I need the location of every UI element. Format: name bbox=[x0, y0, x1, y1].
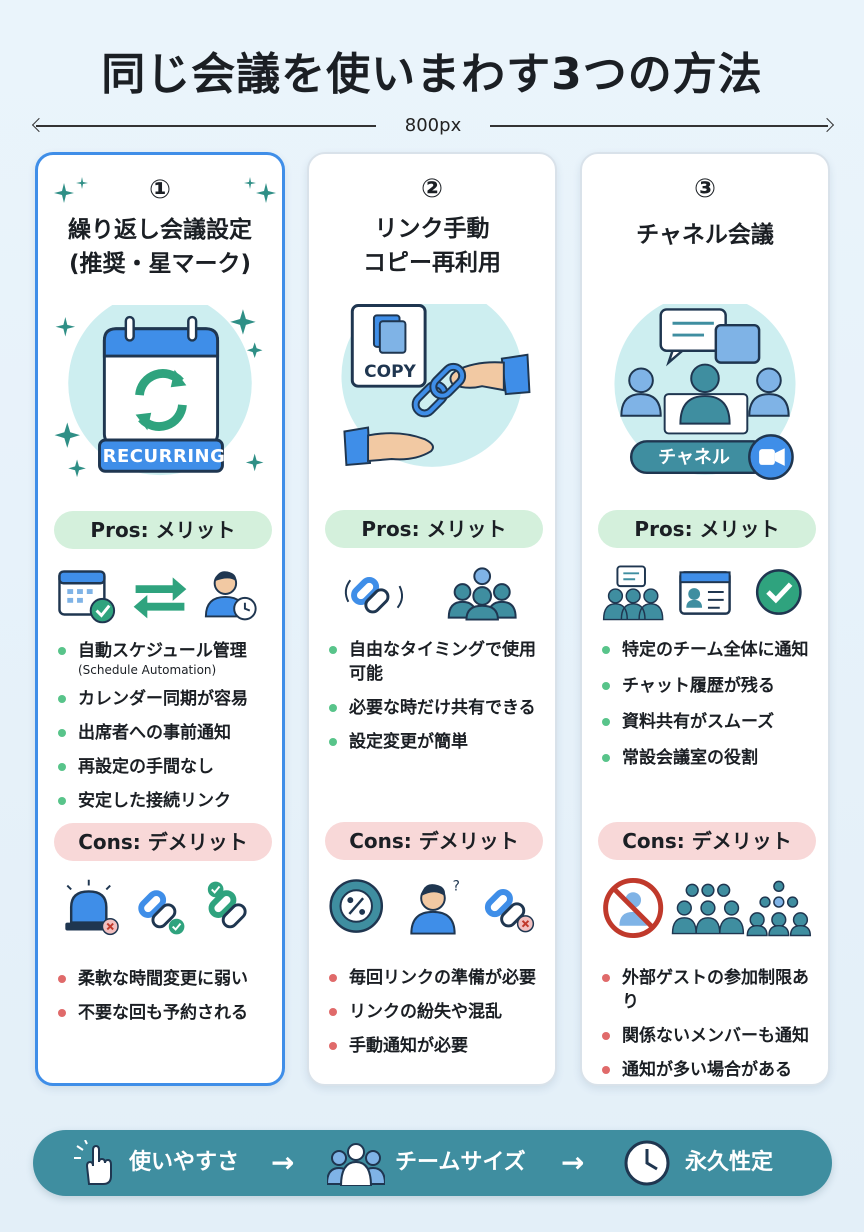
list-item: 再設定の手間なし bbox=[56, 755, 278, 779]
list-item: 毎回リンクの準備が必要 bbox=[327, 966, 549, 990]
pros-icons-row bbox=[602, 565, 802, 621]
bottom-item-permanence: 永久性定 bbox=[685, 1150, 774, 1175]
user-clock-icon bbox=[204, 571, 257, 621]
cons-list: 毎回リンクの準備が必要 リンクの紛失や混乱 手動通知が必要 bbox=[327, 966, 549, 1068]
list-item: 不要な回も予約される bbox=[56, 1001, 278, 1025]
cons-icons-row bbox=[65, 879, 247, 936]
cons-icons-row: ? bbox=[329, 878, 535, 935]
card-manual-link-copy[interactable]: ② リンク手動 コピー再利用 COPY Pros: メリット bbox=[307, 152, 557, 1086]
team-size-icon bbox=[327, 1143, 385, 1186]
recurring-calendar-icon bbox=[54, 305, 264, 478]
link-check-icon bbox=[207, 881, 247, 929]
card-recurring-meeting[interactable]: ① 繰り返し会議設定 (推奨・星マーク) RECURRING Pros: メリッ… bbox=[35, 152, 285, 1086]
broken-link-icon bbox=[484, 889, 535, 933]
list-item: 必要な時だけ共有できる bbox=[327, 696, 549, 720]
cons-header: Cons: デメリット bbox=[598, 822, 816, 860]
pros-list: 自由なタイミングで使用可能 必要な時だけ共有できる 設定変更が簡単 bbox=[327, 638, 549, 764]
clock-icon bbox=[624, 1140, 670, 1186]
width-ruler: 800px bbox=[31, 114, 835, 138]
copy-label: COPY bbox=[364, 362, 416, 382]
card-title: 繰り返し会議設定 (推奨・星マーク) bbox=[68, 217, 252, 277]
card-title: チャネル会議 bbox=[636, 222, 774, 248]
list-item: 自動スケジュール管理(Schedule Automation) bbox=[56, 639, 278, 677]
sync-arrows-icon bbox=[133, 577, 187, 619]
comparison-bar: 使いやすさ → チームサイズ → 永久性定 bbox=[33, 1130, 832, 1196]
channel-team-chat-icon bbox=[614, 304, 796, 480]
list-item: 関係ないメンバーも通知 bbox=[600, 1024, 822, 1048]
check-circle-icon bbox=[755, 569, 802, 615]
ruler-arrow-right-icon bbox=[819, 117, 835, 133]
cons-icons-row bbox=[603, 877, 812, 938]
arrow-right-icon: → bbox=[561, 1146, 585, 1179]
confused-person-icon: ? bbox=[410, 878, 460, 935]
crowd-icon bbox=[671, 883, 745, 935]
link-cycle-icon bbox=[344, 577, 404, 614]
network-icon bbox=[746, 880, 812, 937]
svg-text:?: ? bbox=[453, 878, 460, 894]
team-chat-icon bbox=[602, 565, 664, 621]
id-card-icon bbox=[679, 571, 731, 615]
list-item: 通知が多い場合がある bbox=[600, 1058, 822, 1082]
copy-link-hands-icon bbox=[341, 304, 531, 467]
list-item: カレンダー同期が容易 bbox=[56, 687, 278, 711]
arrow-right-icon: → bbox=[271, 1146, 295, 1179]
pros-list: 自動スケジュール管理(Schedule Automation) カレンダー同期が… bbox=[56, 639, 278, 823]
badge-percent-icon bbox=[329, 879, 384, 933]
list-item: 資料共有がスムーズ bbox=[600, 710, 822, 734]
sparkle-icon bbox=[54, 177, 276, 203]
list-item: 外部ゲストの参加制限あり bbox=[600, 966, 822, 1014]
list-item: 柔軟な時間変更に弱い bbox=[56, 967, 278, 991]
list-item: 出席者への事前通知 bbox=[56, 721, 278, 745]
bottom-item-team-size: チームサイズ bbox=[395, 1150, 526, 1175]
cons-header: Cons: デメリット bbox=[54, 823, 272, 861]
list-item: 手動通知が必要 bbox=[327, 1034, 549, 1058]
no-entry-icon bbox=[603, 877, 664, 938]
cons-list: 柔軟な時間変更に弱い 不要な回も予約される bbox=[56, 967, 278, 1035]
cons-list: 外部ゲストの参加制限あり 関係ないメンバーも通知 通知が多い場合がある bbox=[600, 966, 822, 1092]
channel-badge: チャネル bbox=[658, 447, 730, 468]
card-number: ② bbox=[420, 174, 443, 204]
bottom-item-ease: 使いやすさ bbox=[129, 1150, 240, 1175]
calendar-check-icon bbox=[58, 570, 116, 624]
pros-icons-row bbox=[58, 570, 257, 624]
list-item: 常設会議室の役割 bbox=[600, 746, 822, 770]
card-title: リンク手動 コピー再利用 bbox=[363, 216, 501, 276]
list-item: チャット履歴が残る bbox=[600, 674, 822, 698]
list-item: 特定のチーム全体に通知 bbox=[600, 638, 822, 662]
card-channel-meeting[interactable]: ③ チャネル会議 チャネル Pros: メリット bbox=[580, 152, 830, 1086]
pros-header: Pros: メリット bbox=[325, 510, 543, 548]
pros-header: Pros: メリット bbox=[54, 511, 272, 549]
cons-header: Cons: デメリット bbox=[325, 822, 543, 860]
team-icon bbox=[447, 567, 517, 621]
alarm-light-icon bbox=[65, 879, 119, 936]
pros-icons-row bbox=[344, 567, 517, 621]
list-item: 設定変更が簡単 bbox=[327, 730, 549, 754]
ruler-label: 800px bbox=[404, 115, 462, 136]
list-item: 安定した接続リンク bbox=[56, 789, 278, 813]
card-number: ③ bbox=[693, 174, 716, 204]
pros-list: 特定のチーム全体に通知 チャット履歴が残る 資料共有がスムーズ 常設会議室の役割 bbox=[600, 638, 822, 782]
card-number: ① bbox=[148, 175, 171, 205]
tap-hand-icon bbox=[74, 1140, 112, 1185]
list-item: リンクの紛失や混乱 bbox=[327, 1000, 549, 1024]
link-check-icon bbox=[138, 890, 185, 935]
page-title: 同じ会議を使いまわす3つの方法 bbox=[101, 49, 763, 100]
recurring-badge: RECURRING bbox=[102, 446, 226, 467]
list-item: 自由なタイミングで使用可能 bbox=[327, 638, 549, 686]
pros-header: Pros: メリット bbox=[598, 510, 816, 548]
